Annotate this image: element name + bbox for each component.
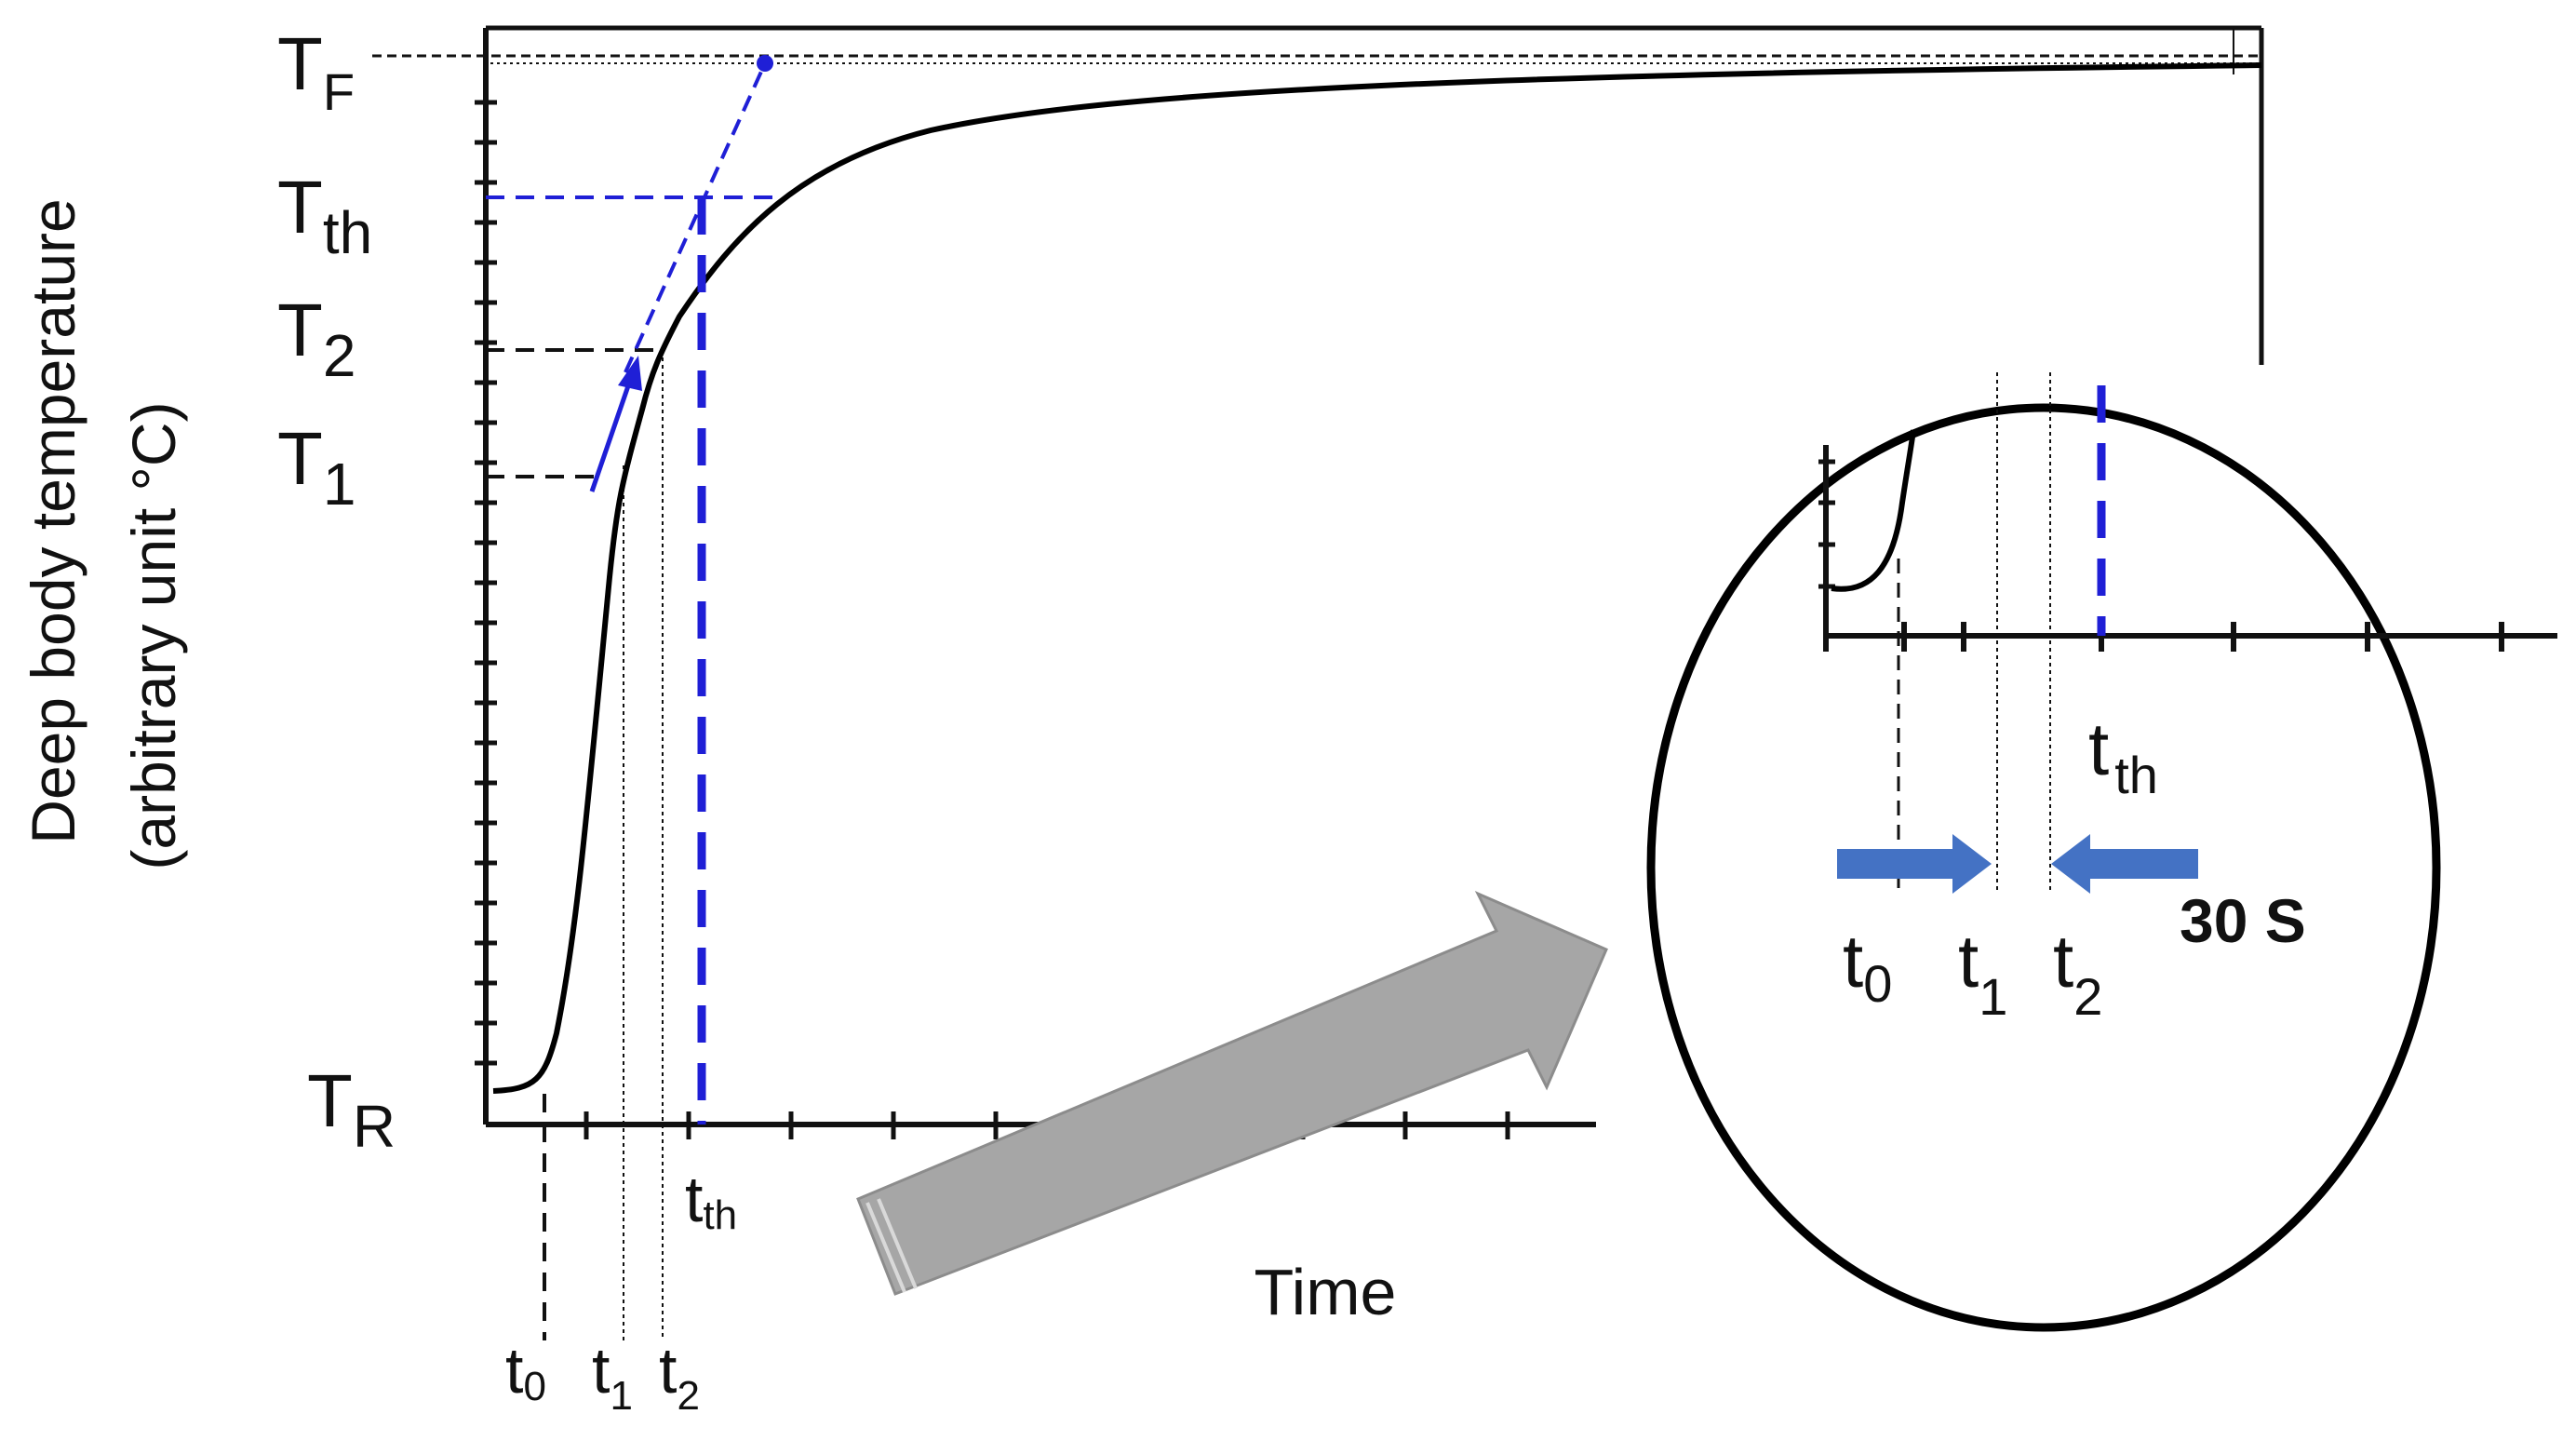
x-label-t2: t2: [659, 1334, 700, 1419]
interval-arrow-left: [2051, 834, 2198, 894]
inset-curve: [1831, 429, 1916, 592]
inset-label-t0: t0: [1843, 920, 1892, 1013]
zoom-arrow-body: [856, 890, 1608, 1296]
extrapolation-dashed-line: [624, 62, 767, 373]
black-reference-lines: [486, 348, 664, 1340]
x-label-t0: t0: [505, 1334, 546, 1409]
y-axis-label: Deep body temperature: [19, 198, 87, 843]
y-label-t2: T2: [277, 289, 356, 389]
y-axis-unit: (arbitrary unit °C): [119, 401, 188, 869]
inset-label-t2: t2: [2053, 920, 2102, 1026]
slope-arrow-line: [589, 371, 636, 492]
temperature-curve: [492, 62, 2262, 1094]
y-level-labels: TF Tth T2 T1 TR: [277, 22, 396, 1160]
threshold-construction: [486, 55, 777, 1125]
x-label-tth: tth: [685, 1163, 737, 1238]
y-axis-ticks: [475, 100, 497, 1066]
y-label-tf: TF: [277, 22, 355, 121]
y-label-t1: T1: [277, 417, 356, 518]
interval-label: 30 S: [2180, 886, 2306, 955]
extrapolation-end-dot: [757, 55, 773, 72]
x-label-t1: t1: [592, 1334, 633, 1419]
x-axis-label: Time: [1254, 1256, 1397, 1328]
y-axis-title: Deep body temperature (arbitrary unit °C…: [19, 198, 188, 869]
y-label-tth: Tth: [277, 166, 372, 266]
y-label-tr: TR: [307, 1059, 396, 1160]
inset-label-t1: t1: [1958, 920, 2007, 1026]
slope-arrowhead: [618, 356, 642, 391]
inset-circle-outline: [1646, 403, 2441, 1332]
x-marker-labels: tth t0 t1 t2: [505, 1163, 737, 1419]
zoom-arrow: [856, 890, 1608, 1296]
interval-arrow-right: [1837, 834, 1992, 894]
